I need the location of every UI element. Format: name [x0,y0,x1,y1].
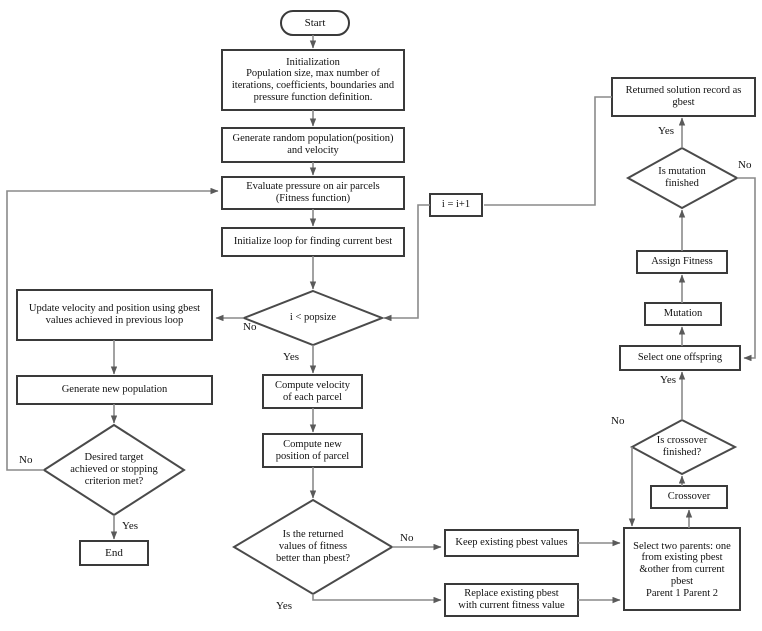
shape-mutation [644,302,722,326]
edge-label-ipopsize-yes: Yes [283,351,300,363]
edge-iplus-ipopsize [383,204,430,322]
shape-gbest [611,77,756,117]
edge-gbest-iplus [484,96,612,206]
shape-keeppbest [444,529,579,557]
shape-genrand [221,127,405,163]
edge-mutdone-no-seloffspring [737,177,756,362]
edge-desired-no-feedback [6,187,219,471]
shape-mutdone [625,146,740,210]
shape-ipopsize [241,289,385,347]
shape-fitbetter [232,498,394,596]
shape-selparents [623,527,741,611]
shape-start [280,10,350,36]
edge-label-mutdone-no: No [738,159,752,171]
edge-label-desired-yes: Yes [122,520,139,532]
shape-compvel [262,374,363,409]
edge-label-crossdone-no: No [611,415,625,427]
shape-end [79,540,149,566]
shape-gennewpop [16,375,213,405]
edge-fitbetter-yes-replacepbest [312,594,442,604]
shape-seloffspring [619,345,741,371]
shape-assignfit [636,250,728,274]
edge-label-ipopsize-no: No [243,321,257,333]
edge-label-desired-no: No [19,454,33,466]
shape-initloop [221,227,405,257]
shape-crossover [650,485,728,509]
shape-desired [42,423,186,517]
shape-replacepbest [444,583,579,617]
edge-label-mutdone-yes: Yes [658,125,675,137]
edge-label-fitbetter-yes: Yes [276,600,293,612]
shape-comppos [262,433,363,468]
shape-init [221,49,405,111]
shape-crossdone [629,418,738,476]
shape-evaluate [221,176,405,210]
edge-label-fitbetter-no: No [400,532,414,544]
shape-updatevel [16,289,213,341]
shape-iplus [429,193,483,217]
edge-label-crossdone-yes: Yes [660,374,677,386]
